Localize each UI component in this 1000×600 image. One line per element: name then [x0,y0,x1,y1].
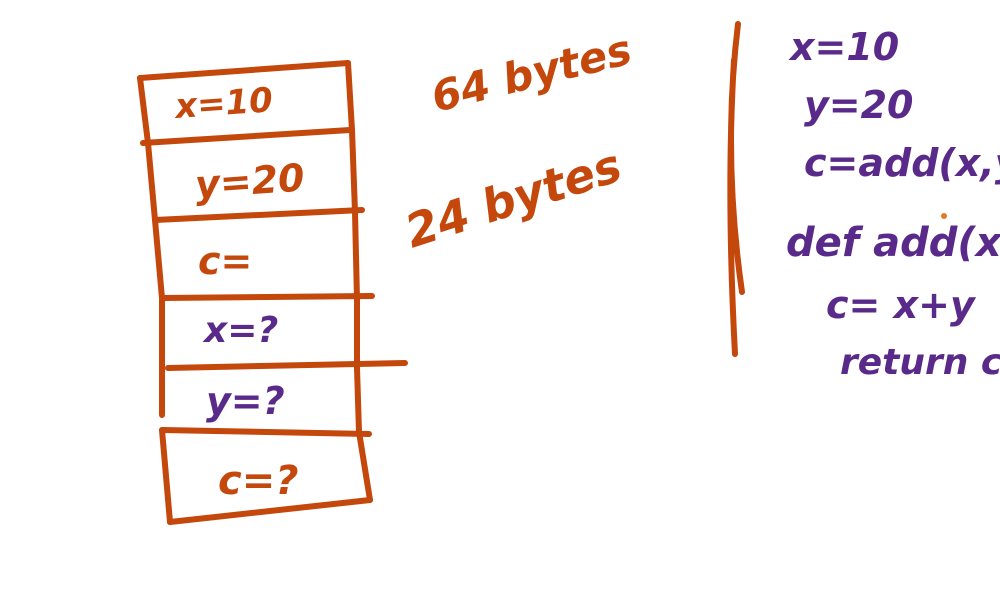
stack-cell-labels: x=10 y=20 c= x=? y=? c=? [172,80,306,504]
code-notes: x=10 y=20 c=add(x,y) def add(x,y) c= x+y… [786,25,1000,383]
stack-cell-x-unknown: x=? [202,310,278,351]
stack-cell-y-unknown: y=? [206,379,285,423]
stack-cell-c-unknown: c=? [218,458,298,504]
annotation-64-bytes: 64 bytes [427,25,637,122]
code-line-2: y=20 [804,83,914,127]
code-line-6: return c [840,342,1000,383]
size-annotations: 64 bytes 24 bytes [399,25,637,259]
annotation-24-bytes: 24 bytes [399,138,628,258]
stack-top-edge [137,60,351,81]
code-line-4: def add(x,y) [786,220,1000,266]
stack-left-edge [137,75,165,418]
stack-cell-c: c= [198,239,252,283]
stack-divider-4 [165,360,408,371]
stack-divider-1 [140,127,353,146]
stack-divider-5 [159,427,372,437]
stack-cell-x10: x=10 [172,80,274,127]
ink-dot [941,213,947,219]
stack-bottom-edge [167,497,373,525]
memory-stack-diagram [137,60,408,525]
code-line-3: c=add(x,y) [804,141,1000,185]
code-line-5: c= x+y [826,283,977,327]
stack-divider-3 [159,293,375,301]
code-line-1: x=10 [788,25,899,69]
stack-divider-2 [152,207,365,223]
separator-line [727,21,745,357]
stack-cell-y20: y=20 [194,155,306,207]
stack-left-edge-lower [159,427,173,525]
